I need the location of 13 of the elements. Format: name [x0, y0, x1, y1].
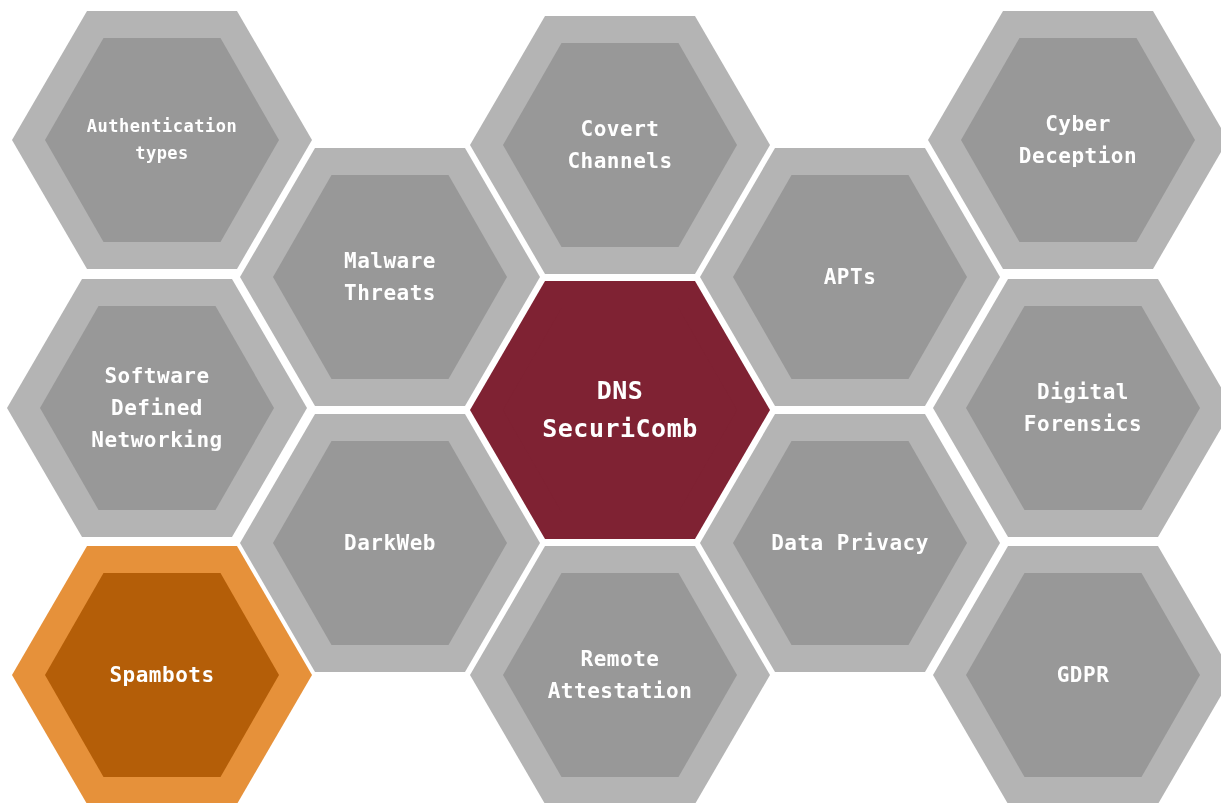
tile-label: Authentication types: [85, 115, 239, 165]
tile-label: Spambots: [109, 662, 215, 689]
tile-label: DarkWeb: [344, 530, 436, 557]
tile-label: Cyber Deception: [1017, 111, 1139, 170]
tile-label: Digital Forensics: [1022, 379, 1144, 438]
tile-label: Remote Attestation: [546, 646, 694, 705]
tile-label: Software Defined Networking: [90, 363, 224, 454]
tile-label: GDPR: [1056, 662, 1110, 689]
tile-label: Malware Threats: [343, 248, 437, 307]
tile-label: Covert Channels: [566, 116, 674, 175]
tile-label: DNS SecuriComb: [541, 375, 699, 445]
tile-label: APTs: [823, 264, 877, 291]
tile-label: Data Privacy: [771, 530, 929, 557]
